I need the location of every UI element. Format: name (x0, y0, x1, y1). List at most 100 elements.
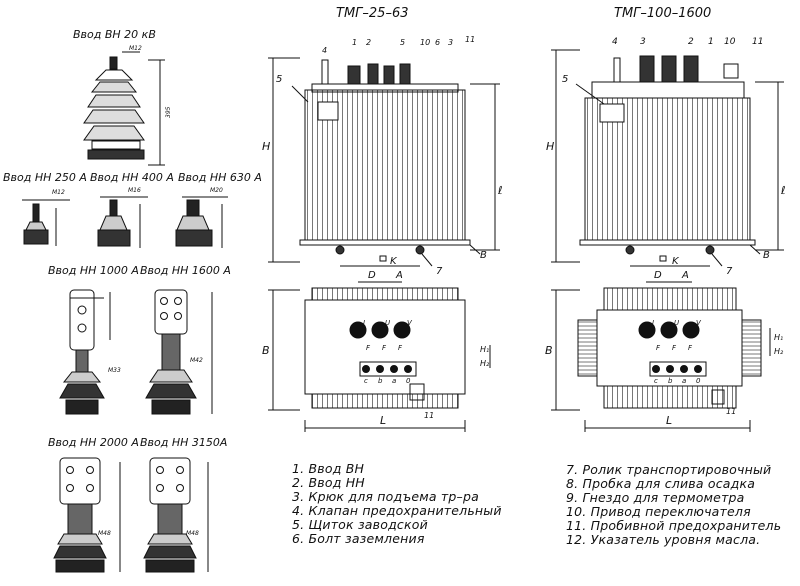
callout: 3 (640, 37, 646, 47)
left-dim-H: H (262, 140, 270, 153)
legend-item: 2. Ввод НН (292, 475, 365, 490)
callout: 7 (726, 266, 733, 277)
right-dim-H1: H₁ (774, 333, 783, 342)
terminal-label: 0 (696, 377, 701, 385)
left-dim-H2: H₂ (480, 359, 490, 368)
legend-item: 12. Указатель уровня масла. (566, 532, 761, 547)
callout: 11 (424, 411, 434, 420)
legend-item: 4. Клапан предохранительный (292, 503, 502, 518)
phase-label: U (674, 319, 679, 327)
callout: 7 (436, 266, 443, 277)
callout: 10 (420, 38, 430, 47)
left-top-view (268, 281, 491, 432)
left-dim-B: B (262, 344, 270, 357)
bushing-lv250: М12 (22, 189, 70, 246)
bushing-lv2000-label: Ввод НН 2000 А (48, 436, 139, 449)
callout: 2 (366, 38, 371, 47)
left-front-view (268, 57, 500, 267)
right-dim-H2: H₂ (774, 347, 784, 356)
bushing-lv630-label: Ввод НН 630 А (178, 171, 262, 184)
phase-label: V (696, 319, 702, 327)
left-top-callouts: 4 1 2 5 10 6 3 11 5 7 (276, 35, 475, 277)
right-front-view (551, 49, 784, 267)
left-dim-A: A (395, 270, 403, 281)
legend-item: 9. Гнездо для термометра (566, 490, 745, 505)
terminal-label: b (668, 377, 673, 385)
right-dim-H: H (546, 140, 554, 153)
callout: 3 (448, 38, 453, 47)
bushing-lv2000: М48 (53, 457, 121, 573)
bushing-lv3150-thread: М48 (186, 530, 199, 537)
legend-item: 5. Щиток заводской (292, 517, 428, 532)
terminal-label: b (378, 377, 383, 385)
bushing-lv1600: М42 (145, 289, 213, 415)
callout: 1 (708, 37, 714, 47)
callout: 5 (400, 38, 405, 47)
fuse-label: F (366, 344, 371, 352)
legend-left: 1. Ввод ВН 2. Ввод НН 3. Крюк для подъем… (292, 462, 502, 546)
bushing-lv400-label: Ввод НН 400 А (90, 171, 174, 184)
fuse-label: F (688, 344, 693, 352)
bushing-lv1000-label: Ввод НН 1000 А (48, 264, 139, 277)
phase-label: J (361, 319, 365, 327)
callout: 4 (322, 46, 327, 55)
left-dim-B-front: B (480, 250, 487, 261)
legend-item: 7. Ролик транспортировочный (566, 462, 772, 477)
right-dim-D: D (654, 270, 662, 281)
terminal-label: c (364, 377, 368, 385)
legend-item: 8. Пробка для слива осадка (566, 476, 756, 491)
bushing-hv-height: 395 (165, 106, 172, 118)
left-dim-height-right: ℓ (497, 184, 503, 197)
legend-item: 6. Болт заземления (292, 531, 425, 546)
left-dim-L: L (380, 414, 386, 427)
bushing-lv630: М20 (175, 187, 228, 248)
bushing-lv1000-thread: М33 (108, 367, 121, 374)
fuse-label: F (656, 344, 661, 352)
legend-right: 7. Ролик транспортировочный 8. Пробка дл… (566, 463, 781, 547)
terminal-label: 0 (406, 377, 411, 385)
bushing-lv1000: М33 (59, 289, 121, 415)
right-dim-L: L (666, 414, 672, 427)
phase-label: U (385, 319, 390, 327)
callout: 5 (276, 74, 282, 85)
callout: 5 (562, 74, 568, 85)
right-dim-B-front: B (763, 250, 770, 261)
callout: 2 (688, 37, 694, 47)
right-dim-K: K (672, 256, 680, 267)
bushing-hv: Ввод ВН 20 кВ М12 395 (73, 28, 172, 166)
legend-item: 1. Ввод ВН (292, 461, 365, 476)
bushing-lv1600-thread: М42 (190, 357, 203, 364)
terminal-label: a (392, 377, 396, 385)
callout: 6 (435, 38, 440, 47)
right-top-callouts: 4 3 2 1 10 11 5 7 (562, 37, 763, 277)
legend-item: 11. Пробивной предохранитель (566, 518, 782, 533)
fuse-label: F (398, 344, 403, 352)
right-dim-B: B (545, 344, 553, 357)
bushing-lv1600-label: Ввод НН 1600 А (140, 264, 231, 277)
left-dim-K: K (390, 256, 398, 267)
bushing-hv-label: Ввод ВН 20 кВ (73, 28, 156, 41)
bushing-hv-thread: М12 (129, 45, 142, 52)
phase-label: V (407, 319, 413, 327)
callout: 10 (724, 37, 736, 47)
callout: 1 (352, 38, 357, 47)
callout: 11 (726, 407, 736, 416)
bushing-lv3150-label: Ввод НН 3150А (140, 436, 227, 449)
bushing-lv2000-thread: М48 (98, 530, 111, 537)
terminal-label: c (654, 377, 658, 385)
bushing-lv400-thread: М16 (128, 187, 141, 194)
right-dim-height-right: ℓ (780, 184, 786, 197)
callout: 4 (612, 37, 618, 47)
right-phase-labels: J U V F F F c b a 0 11 (650, 319, 736, 416)
fuse-label: F (382, 344, 387, 352)
phase-label: J (650, 319, 654, 327)
terminal-label: a (682, 377, 686, 385)
fuse-label: F (672, 344, 677, 352)
left-dim-H1: H₁ (480, 345, 489, 354)
right-top-view (551, 281, 771, 432)
right-model-title: ТМГ–100–1600 (614, 6, 711, 21)
left-model-title: ТМГ–25–63 (336, 6, 408, 21)
left-dim-D: D (368, 270, 376, 281)
left-phase-labels: J U V F F F c b a 0 11 (361, 319, 434, 420)
